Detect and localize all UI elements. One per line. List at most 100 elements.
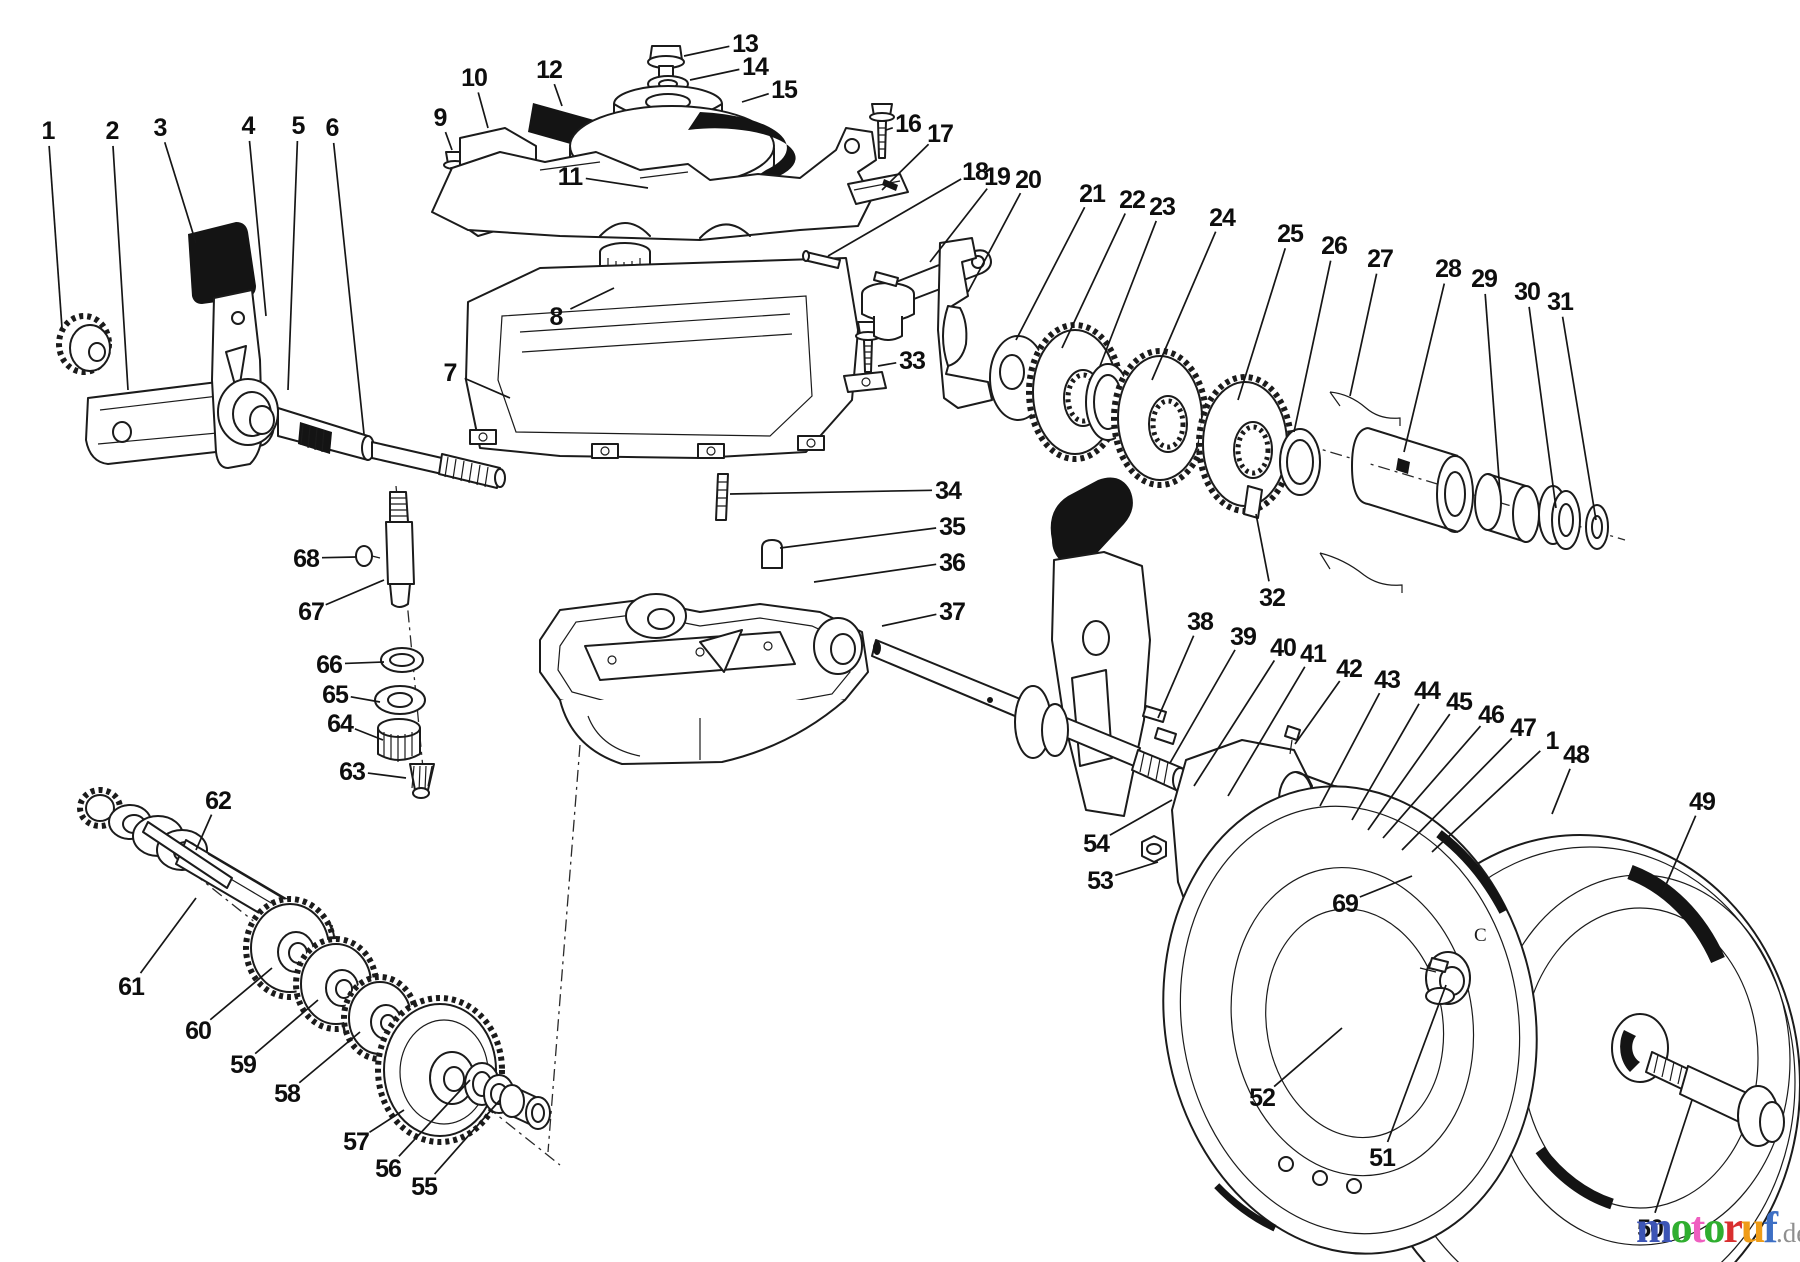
part-callout-28-27: 28 — [1403, 255, 1463, 453]
part-number-label: 50 — [1637, 1215, 1663, 1243]
part-number-label: 37 — [939, 598, 965, 626]
brand-logo-letter: t — [1690, 1203, 1706, 1252]
part-callout-11-10: 11 — [558, 163, 649, 191]
part-number-label: 39 — [1230, 623, 1256, 651]
part-number-label: 12 — [536, 56, 562, 84]
part-callout-17-16: 17 — [881, 120, 954, 191]
part-number-label: 53 — [1087, 867, 1113, 895]
part-number-label: 3 — [154, 114, 167, 142]
brand-logo-word: motoruf — [1636, 1203, 1778, 1252]
brand-logo-letter: r — [1723, 1203, 1742, 1252]
part-number-label: 8 — [550, 303, 564, 331]
part-number-label: 1 — [1546, 727, 1560, 755]
part-number-label: 18 — [962, 158, 989, 186]
part-callout-44-43: 44 — [1351, 677, 1442, 821]
part-callout-59-59: 59 — [230, 999, 319, 1079]
part-number-label: 69 — [1332, 890, 1358, 918]
part-callout-52-52: 52 — [1249, 1027, 1343, 1112]
part-number-label: 65 — [322, 681, 349, 709]
part-callout-3-2: 3 — [154, 114, 197, 244]
part-number-label: 54 — [1083, 830, 1110, 858]
part-callout-53-53: 53 — [1087, 861, 1159, 895]
part-callout-10-9: 10 — [461, 64, 489, 129]
part-callout-13-12: 13 — [683, 30, 759, 58]
part-number-label: 31 — [1547, 288, 1574, 316]
part-callout-21-20: 21 — [1015, 180, 1107, 341]
part-callout-32-31: 32 — [1255, 513, 1286, 612]
part-callout-12-11: 12 — [536, 56, 563, 107]
part-number-label: 58 — [274, 1080, 301, 1108]
part-callout-51-51: 51 — [1369, 984, 1447, 1172]
part-callout-7-6: 7 — [444, 359, 511, 399]
countershaft-gear-cluster — [77, 787, 561, 1166]
part-number-label: 64 — [327, 710, 354, 738]
part-callout-47-46: 47 — [1401, 714, 1537, 851]
part-callout-42-41: 42 — [1294, 655, 1363, 745]
control-pivot-assembly — [802, 103, 993, 409]
part-callout-22-21: 22 — [1061, 186, 1146, 349]
part-callout-31-30: 31 — [1547, 288, 1597, 521]
part-number-label: 2 — [106, 117, 119, 145]
gear-case-upper — [465, 242, 887, 459]
part-callout-61-61: 61 — [118, 897, 197, 1001]
part-number-label: 21 — [1079, 180, 1106, 208]
part-callout-38-37: 38 — [1157, 608, 1215, 719]
part-number-label: 52 — [1249, 1084, 1275, 1112]
part-number-label: 51 — [1369, 1144, 1396, 1172]
part-number-label: 13 — [732, 30, 758, 58]
part-number-label: 59 — [230, 1051, 256, 1079]
part-callout-26-25: 26 — [1293, 232, 1348, 433]
part-number-label: 49 — [1689, 788, 1715, 816]
part-number-label: 44 — [1414, 677, 1441, 705]
part-callout-65-65: 65 — [322, 681, 381, 709]
part-callout-19-18: 19 — [929, 163, 1011, 263]
part-callout-18-17: 18 — [827, 158, 990, 257]
engine-mount-plate — [431, 127, 877, 241]
part-callout-57-57: 57 — [343, 1109, 405, 1156]
part-number-label: 14 — [742, 53, 769, 81]
part-number-label: 60 — [185, 1017, 211, 1045]
part-number-label: 27 — [1367, 245, 1393, 273]
part-number-label: 22 — [1119, 186, 1145, 214]
part-number-label: 7 — [444, 359, 457, 387]
part-callout-54-54: 54 — [1083, 799, 1173, 858]
part-number-label: 36 — [939, 549, 965, 577]
brand-logo-suffix: .de — [1775, 1218, 1800, 1248]
part-number-label: 40 — [1270, 634, 1296, 662]
part-callout-37-36: 37 — [881, 598, 966, 627]
brand-logo: motoruf.de — [1636, 1204, 1800, 1256]
clutch-disc-stack — [989, 322, 1626, 593]
part-callout-46-45: 46 — [1382, 701, 1505, 839]
part-number-label: 62 — [205, 787, 231, 815]
part-number-label: 38 — [1187, 608, 1214, 636]
part-callout-41-40: 41 — [1227, 640, 1328, 797]
part-callout-36-35: 36 — [813, 549, 966, 583]
part-number-label: 25 — [1277, 220, 1304, 248]
part-callout-14-13: 14 — [689, 53, 770, 81]
wheel-mold-mark: C — [1474, 925, 1487, 946]
part-number-label: 29 — [1471, 265, 1497, 293]
part-callout-16-15: 16 — [885, 110, 922, 138]
part-number-label: 9 — [434, 104, 447, 132]
part-number-label: 68 — [293, 545, 320, 573]
gear-case-sump — [539, 473, 869, 1153]
part-callout-1-0: 1 — [42, 117, 63, 329]
part-callout-2-1: 2 — [106, 117, 129, 391]
part-callout-48-48: 48 — [1551, 741, 1591, 815]
part-number-label: 48 — [1563, 741, 1590, 769]
part-number-label: 45 — [1446, 688, 1473, 716]
part-number-label: 28 — [1435, 255, 1462, 283]
part-callout-56-56: 56 — [375, 1079, 471, 1183]
part-callout-50-50: 50 — [1637, 1099, 1693, 1243]
part-callout-62-62: 62 — [195, 787, 232, 851]
part-callout-20-19: 20 — [967, 166, 1042, 293]
part-callout-6-5: 6 — [326, 114, 365, 435]
part-number-label: 1 — [42, 117, 56, 145]
part-callout-55-55: 55 — [411, 1099, 501, 1201]
part-callout-58-58: 58 — [274, 1031, 361, 1108]
part-callout-25-24: 25 — [1237, 220, 1305, 401]
part-callout-69-69: 69 — [1332, 875, 1413, 918]
part-callout-24-23: 24 — [1151, 204, 1237, 381]
part-callout-29-28: 29 — [1471, 265, 1501, 493]
